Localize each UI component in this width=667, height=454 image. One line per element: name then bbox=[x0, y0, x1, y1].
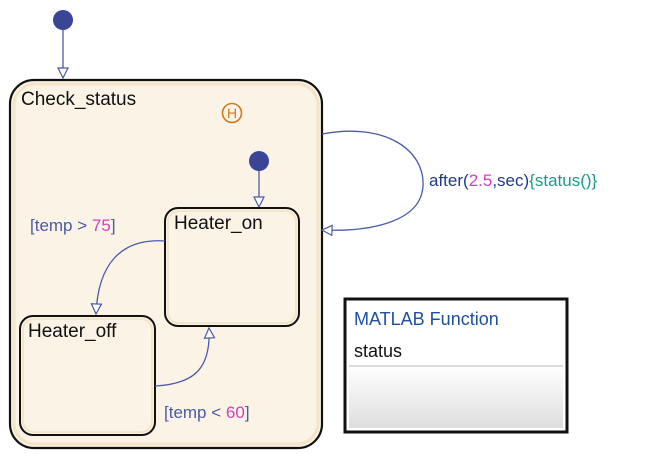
transition-on-to-off-post: ] bbox=[111, 216, 116, 235]
state-heater-off[interactable]: Heater_off bbox=[19, 315, 156, 436]
transition-label-off-to-on: [temp < 60] bbox=[164, 403, 250, 422]
transition-outer-pre: after( bbox=[429, 171, 469, 190]
transition-on-to-off-pre: [temp > bbox=[30, 216, 92, 235]
transition-on-to-off-number: 75 bbox=[92, 216, 111, 235]
transition-on-to-off[interactable] bbox=[96, 240, 166, 314]
state-label-heater-on: Heater_on bbox=[174, 213, 263, 234]
matlab-function-title: MATLAB Function bbox=[354, 309, 499, 329]
history-junction-label: H bbox=[227, 105, 237, 121]
transition-outer-mid: ,sec) bbox=[492, 171, 529, 190]
transition-label-outer-self: after(2.5,sec){status()} bbox=[429, 171, 598, 190]
inner-default-transition-dot[interactable] bbox=[249, 151, 269, 171]
state-heater-on[interactable]: Heater_on bbox=[164, 207, 300, 327]
transition-outer-action: {status()} bbox=[529, 171, 597, 190]
history-junction[interactable]: H bbox=[221, 102, 243, 124]
state-label-heater-off: Heater_off bbox=[28, 321, 117, 342]
transition-label-on-to-off: [temp > 75] bbox=[30, 216, 116, 235]
transition-outer-self-loop[interactable] bbox=[322, 130, 424, 230]
outer-default-transition-dot[interactable] bbox=[53, 10, 73, 30]
transition-off-to-on-post: ] bbox=[245, 403, 250, 422]
transition-off-to-on-number: 60 bbox=[226, 403, 245, 422]
transition-off-to-on[interactable] bbox=[154, 328, 209, 387]
matlab-function-name: status bbox=[354, 341, 402, 361]
transition-off-to-on-pre: [temp < bbox=[164, 403, 226, 422]
matlab-function-block[interactable]: MATLAB Function status bbox=[343, 297, 569, 434]
transition-outer-number: 2.5 bbox=[469, 171, 493, 190]
state-label-check-status: Check_status bbox=[21, 89, 136, 110]
